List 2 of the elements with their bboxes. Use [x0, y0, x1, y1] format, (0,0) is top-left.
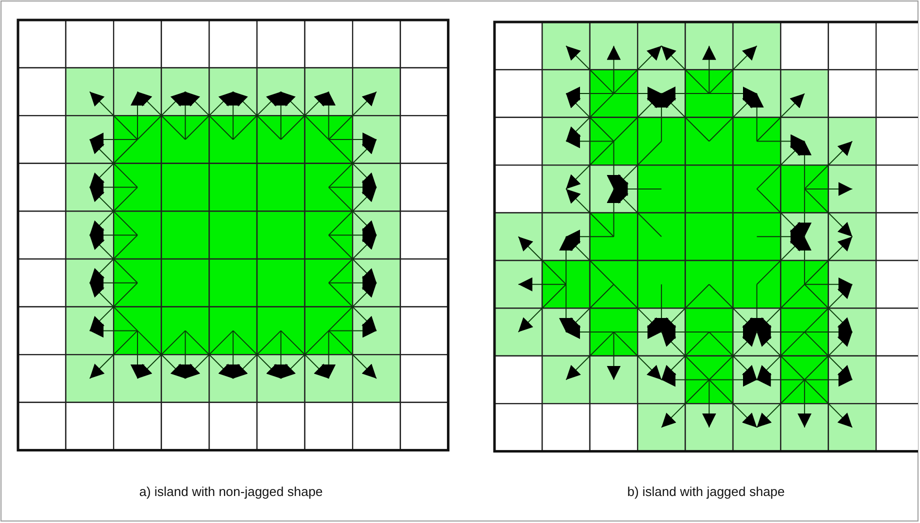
figure-caption: b) island with jagged shape [627, 484, 785, 499]
figure-caption: a) island with non-jagged shape [139, 484, 323, 499]
